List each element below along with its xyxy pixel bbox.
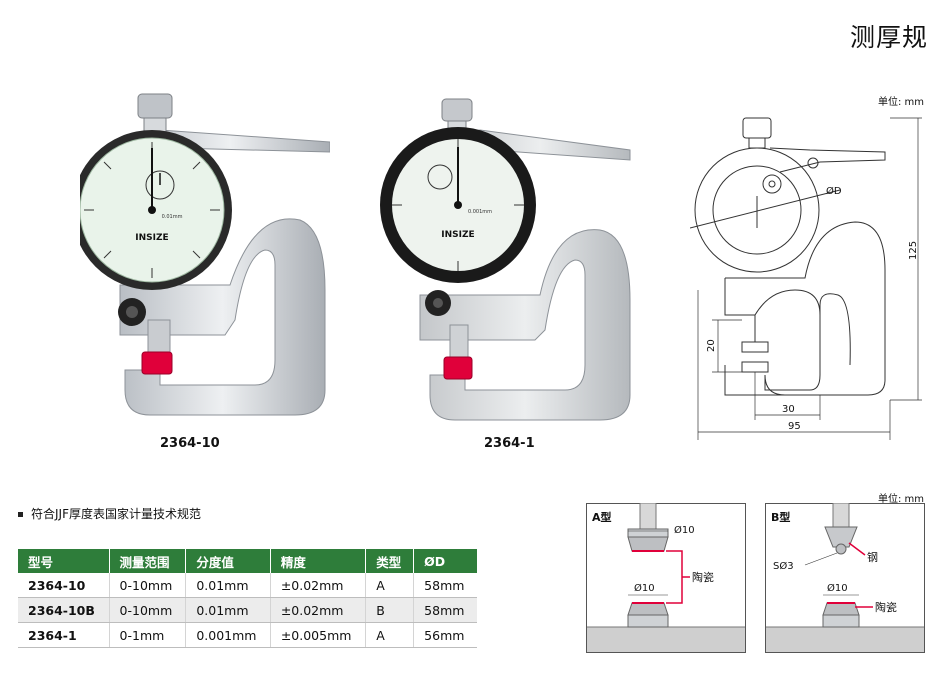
- header-accuracy: 精度: [270, 549, 367, 573]
- type-b-top-material: 钢: [867, 551, 878, 564]
- product-image-2364-1: INSIZE 0.001mm: [380, 98, 631, 421]
- type-a-material: 陶瓷: [692, 570, 714, 584]
- dial-brand: INSIZE: [441, 230, 474, 240]
- dimension-drawing: ØD 125 20 30 95: [690, 117, 922, 440]
- table-row: 2364-10 0-10mm 0.01mm ±0.02mm A 58mm: [18, 573, 477, 598]
- header-graduation: 分度值: [185, 549, 271, 573]
- product-caption-2364-10: 2364-10: [160, 436, 220, 451]
- bullet-square-icon: [18, 512, 23, 517]
- dim-throat: 30: [782, 404, 795, 415]
- header-model: 型号: [18, 549, 110, 573]
- dim-depth: 20: [706, 339, 717, 352]
- unit-label-bottom: 单位: mm: [878, 494, 925, 505]
- product-image-2364-10: INSIZE 0.01mm: [80, 93, 330, 416]
- type-a-top-tip: Ø10: [674, 524, 695, 536]
- type-a-label: A型: [592, 510, 612, 524]
- unit-label-top: 单位: mm: [878, 97, 925, 108]
- type-a-diagram: A型 Ø10 Ø10 陶瓷: [586, 503, 746, 653]
- compliance-note: 符合JJF厚度表国家计量技术规范: [18, 505, 201, 522]
- header-diameter: ØD: [413, 549, 477, 573]
- type-b-label: B型: [771, 510, 790, 524]
- type-b-bottom-material: 陶瓷: [875, 600, 897, 614]
- type-b-bottom-tip: Ø10: [827, 582, 848, 594]
- dim-width: 95: [788, 421, 801, 432]
- table-header-row: 型号 测量范围 分度值 精度 类型 ØD: [18, 549, 477, 573]
- product-caption-2364-1: 2364-1: [484, 436, 535, 451]
- type-b-diagram: B型 钢 SØ3 Ø10 陶瓷: [765, 503, 925, 653]
- page-title: 测厚规: [849, 23, 928, 52]
- dial-graduation: 0.001mm: [468, 209, 492, 215]
- table-row: 2364-1 0-1mm 0.001mm ±0.005mm A 56mm: [18, 622, 477, 648]
- header-range: 测量范围: [109, 549, 187, 573]
- dial-brand: INSIZE: [135, 233, 168, 243]
- dim-height: 125: [908, 241, 919, 260]
- dim-diameter: ØD: [826, 185, 842, 197]
- spec-table: 型号 测量范围 分度值 精度 类型 ØD 2364-10 0-10mm 0.01…: [18, 549, 477, 648]
- type-a-bottom-tip: Ø10: [634, 582, 655, 594]
- table-row: 2364-10B 0-10mm 0.01mm ±0.02mm B 58mm: [18, 597, 477, 623]
- dial-graduation: 0.01mm: [162, 214, 183, 220]
- header-type: 类型: [365, 549, 415, 573]
- type-b-ball: SØ3: [773, 560, 794, 572]
